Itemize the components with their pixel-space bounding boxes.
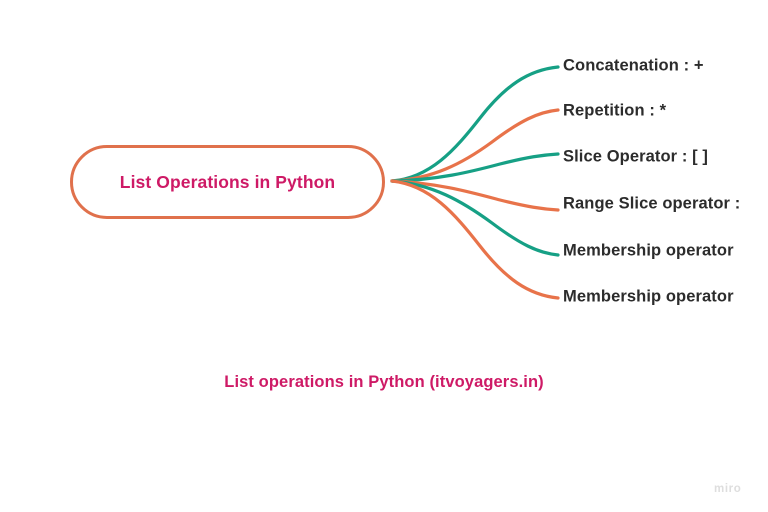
branch-curve[interactable]	[390, 179, 560, 300]
branch-curve[interactable]	[390, 108, 560, 183]
branch-label[interactable]: Concatenation : +	[563, 56, 704, 75]
miro-watermark: miro	[714, 483, 742, 495]
root-node-label: List Operations in Python	[119, 171, 336, 192]
branch-curve[interactable]	[390, 179, 560, 257]
root-node[interactable]: List Operations in Python	[70, 145, 385, 219]
branch-label[interactable]: Slice Operator : [ ]	[563, 147, 709, 166]
branch-curve[interactable]	[390, 152, 560, 183]
branch-label-column: Concatenation : + Repetition : * Slice Ope…	[563, 0, 768, 512]
diagram-caption: List operations in Python (itvoyagers.in…	[224, 373, 544, 391]
branch-label[interactable]: Repetition : *	[563, 101, 667, 120]
branch-label[interactable]: Range Slice operator :	[563, 194, 741, 213]
branch-label[interactable]: Membership operator	[563, 241, 734, 260]
branch-path-group	[390, 65, 560, 300]
branch-curve[interactable]	[390, 179, 560, 212]
branch-label[interactable]: Membership operator	[563, 287, 734, 306]
branch-curve[interactable]	[390, 65, 560, 183]
